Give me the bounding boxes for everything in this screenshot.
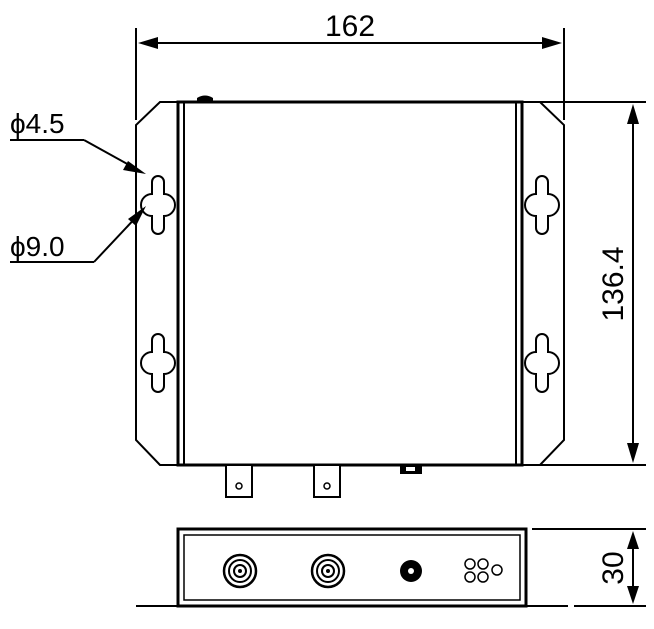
small-hole-label: ϕ4.5 [10,108,65,139]
keyhole-slot-right-upper [524,175,560,235]
right-mounting-flange [522,101,565,466]
keyhole-slot-left-upper [140,175,176,235]
large-hole-label: ϕ9.0 [10,231,65,262]
top-view [135,95,565,498]
keyhole-slot-left-lower [140,333,176,393]
bnc-connector-2 [310,553,346,589]
left-mounting-flange [135,101,178,466]
hole-callouts: ϕ4.5 ϕ9.0 [10,108,146,263]
depth-label: 30 [597,551,630,584]
led-cluster [464,558,503,583]
bnc-tab-right [313,464,341,498]
height-label: 136.4 [597,246,630,321]
bnc-connector-1 [222,553,258,589]
bnc-tab-left [225,464,253,498]
top-switch [197,95,213,102]
keyhole-slot-right-lower [524,333,560,393]
device-body [176,100,524,467]
width-label: 162 [325,10,375,43]
power-jack [400,560,422,582]
front-view [136,527,568,608]
width-dimension: 162 [135,10,565,120]
height-dimension: 136.4 [540,101,646,466]
depth-dimension: 30 [532,528,646,607]
